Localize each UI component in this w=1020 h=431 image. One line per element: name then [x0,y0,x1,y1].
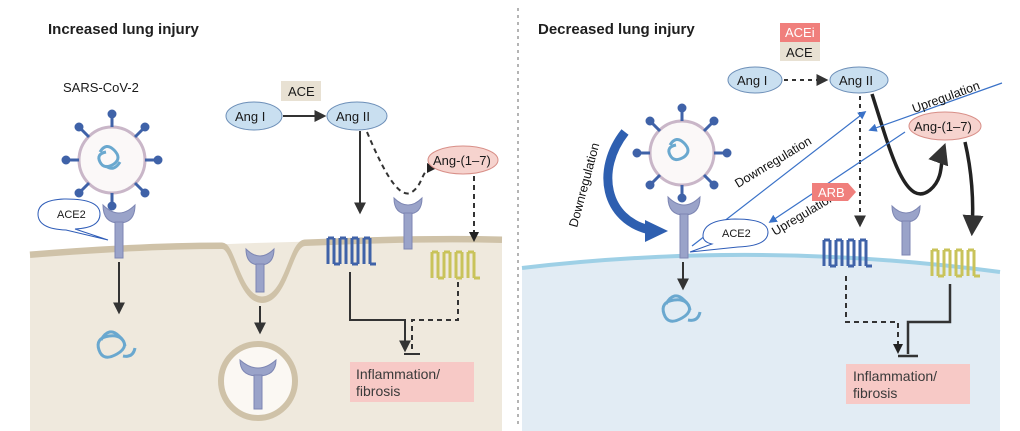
ang17-label-right: Ang-(1–7) [914,119,972,134]
endosome-icon [218,341,298,421]
downregulation-curved-arrow [603,129,652,235]
ang17-bubble [427,145,499,175]
ang1-label: Ang I [235,109,265,124]
ace2-callout-right: ACE2 [689,218,769,253]
ace-box-right [780,42,820,61]
viral-rna-icon-right [661,294,702,323]
acei-box [780,23,820,42]
ace-label-right: ACE [786,45,813,60]
left-membrane [29,235,503,304]
sars-cov-2-virus-icon-right [632,103,732,203]
ace2-receptor-icon [102,203,136,259]
upregulation-top-label: Upregulation [910,78,981,115]
ang1-bubble-right [727,66,783,94]
virus-label: SARS-CoV-2 [63,80,139,95]
arb-box [812,183,856,201]
downregulation-curved-label: Downregulation [566,141,602,229]
outcome-line1: Inflammation/ [356,366,440,382]
outcome-right-line2: fibrosis [853,385,897,401]
viral-rna-icon [96,330,137,359]
at1-receptor-icon [326,236,376,266]
acei-label: ACEi [785,25,815,40]
downregulation-diag-label: Downregulation [732,134,814,191]
ace2-callout-right-label: ACE2 [722,228,751,240]
ang2-bubble-right [829,66,889,94]
outcome-box-right [846,364,970,404]
ace2-callout-label: ACE2 [57,209,86,221]
ace2-receptor-icon-right-2 [891,204,921,256]
ang17-label: Ang-(1–7) [433,153,491,168]
at1-receptor-icon-right [822,238,872,268]
ace2-receptor-icon-right [667,195,701,259]
ang2-label-right: Ang II [839,73,873,88]
ang1-label-right: Ang I [737,73,767,88]
left-panel: Increased lung injury SARS-CoV-2 [29,21,503,431]
right-panel: Decreased lung injury ACEi ACE Ang I Ang… [521,21,1003,431]
left-panel-title: Increased lung injury [48,21,200,38]
ace-box [281,81,321,101]
sars-cov-2-virus-icon [61,109,163,211]
ang1-bubble [225,101,283,131]
right-panel-title: Decreased lung injury [538,21,695,38]
mas-receptor-icon-right [930,248,980,278]
internalizing-receptor-icon [245,247,275,293]
mas-receptor-icon [430,250,480,280]
upregulation-arrow-top [868,82,1003,132]
outcome-line2: fibrosis [356,383,400,399]
arb-label: ARB [818,185,845,200]
ang2-label: Ang II [336,109,370,124]
upregulation-arrow-mid [768,131,906,223]
outcome-right-line1: Inflammation/ [853,368,937,384]
outcome-box [350,362,474,402]
ace2-receptor-icon-2 [393,196,423,250]
ace-box-label: ACE [288,84,315,99]
ace2-callout: ACE2 [37,198,109,241]
ang2-bubble [326,101,388,131]
ang17-bubble-right [908,111,982,141]
right-membrane [521,252,1001,274]
right-cell [522,254,1000,431]
